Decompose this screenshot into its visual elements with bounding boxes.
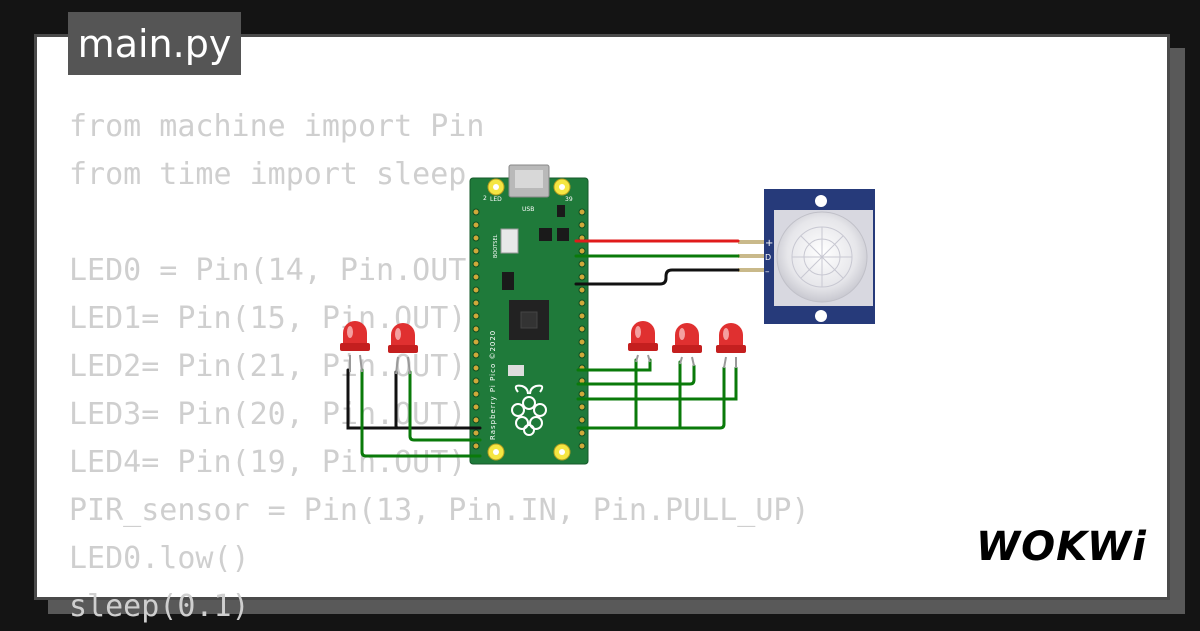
code-line: from machine import Pin	[69, 109, 485, 144]
pir-pin-plus: +	[765, 238, 773, 249]
wokwi-logo: WOKWi	[976, 524, 1147, 570]
code-line: LED0 = Pin(14, Pin.OUT)	[69, 253, 485, 288]
code-line: from time import sleep	[69, 157, 467, 192]
pir-wires	[574, 239, 740, 286]
code-line: sleep(0.1)	[69, 589, 250, 624]
led-0[interactable]	[340, 321, 370, 373]
board-pin-2: 2	[483, 195, 487, 202]
board-label-usb: USB	[522, 206, 534, 213]
pir-sensor[interactable]: + D –	[738, 189, 875, 324]
led-3[interactable]	[672, 323, 702, 367]
right-led-wires	[576, 358, 738, 430]
code-line: LED0.low()	[69, 541, 250, 576]
code-line: LED2= Pin(21, Pin.OUT)	[69, 349, 467, 384]
code-line: LED1= Pin(15, Pin.OUT)	[69, 301, 467, 336]
code-line: LED4= Pin(19, Pin.OUT)	[69, 445, 467, 480]
raspberry-icon	[511, 384, 547, 436]
code-line: LED3= Pin(20, Pin.OUT)	[69, 397, 467, 432]
code-line: PIR_sensor = Pin(13, Pin.IN, Pin.PULL_UP…	[69, 493, 810, 528]
pir-pin-d: D	[765, 253, 771, 262]
led-4[interactable]	[716, 323, 746, 369]
file-tab[interactable]: main.py	[68, 12, 241, 75]
board-label-led: LED	[490, 196, 502, 203]
left-led-wires	[346, 368, 482, 458]
code-preview: from machine import Pin from time import …	[69, 103, 810, 631]
led-1[interactable]	[388, 323, 418, 375]
wokwi-logo-text: WOKWi	[976, 524, 1147, 570]
board-pin-39: 39	[565, 196, 573, 203]
pir-pin-minus: –	[765, 267, 770, 277]
board-label-bootsel: BOOTSEL	[493, 234, 499, 258]
pico-board[interactable]: LED USB 2 39 BOOTSEL Raspberry Pi Pico ©…	[469, 164, 589, 465]
code-card: from machine import Pin from time import …	[34, 34, 1170, 624]
led-2[interactable]	[628, 321, 658, 363]
board-silkscreen: Raspberry Pi Pico ©2020	[489, 330, 497, 440]
